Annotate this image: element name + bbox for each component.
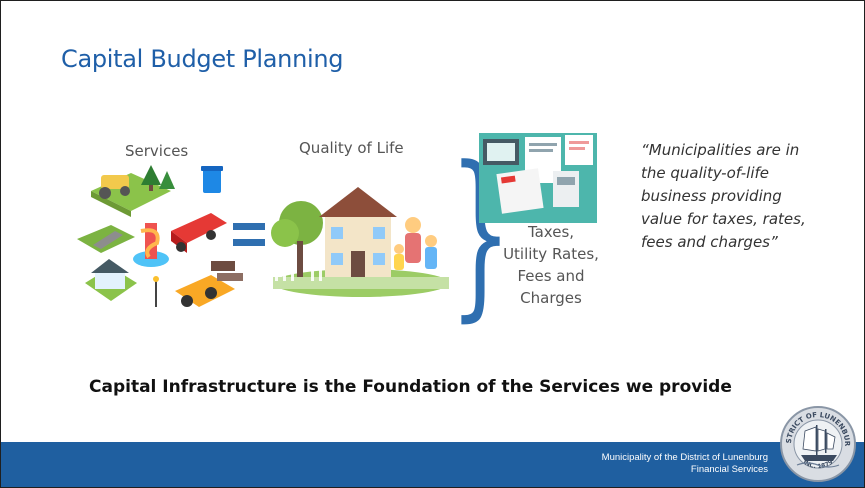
quote-line-2: the quality-of-life: [641, 164, 770, 182]
road-icon: [77, 225, 135, 253]
footer-text: Municipality of the District of Lunenbur…: [602, 452, 768, 476]
paver-icon: [91, 173, 171, 217]
services-label: Services: [125, 142, 189, 160]
quote-line-1: “Municipalities are in: [641, 141, 800, 159]
ship-icon: [796, 425, 840, 468]
recycle-bin-icon: [201, 166, 223, 193]
taxes-text: Taxes, Utility Rates, Fees and Charges: [496, 221, 606, 309]
trees-icon: [141, 165, 175, 191]
loader-icon: [175, 261, 243, 307]
taxes-line-3: Fees and: [517, 267, 585, 285]
fire-truck-icon: [171, 213, 227, 253]
quality-of-life-label: Quality of Life: [299, 139, 404, 157]
quote-line-4: value for taxes, rates,: [641, 210, 806, 228]
quote-line-3: business providing: [641, 187, 782, 205]
footer-department: Financial Services: [690, 464, 768, 475]
services-illustration: [77, 165, 243, 307]
municipal-seal-logo: DISTRICT OF LUNENBURG INC. 1879: [776, 399, 856, 482]
footer-organization: Municipality of the District of Lunenbur…: [601, 452, 768, 463]
water-park-icon: [133, 223, 169, 267]
family-house-icon: [271, 187, 449, 297]
foundation-statement: Capital Infrastructure is the Foundation…: [89, 377, 732, 397]
tax-documents-icon: [479, 133, 597, 223]
taxes-line-2: Utility Rates,: [503, 245, 599, 263]
footer-bar: Municipality of the District of Lunenbur…: [1, 442, 864, 487]
quote-line-5: fees and charges”: [641, 233, 778, 251]
slide-title: Capital Budget Planning: [61, 45, 344, 73]
taxes-line-1: Taxes,: [527, 223, 575, 241]
equals-sign: [233, 223, 265, 255]
streetlight-icon: [153, 276, 159, 307]
house-icon: [85, 259, 137, 301]
quote: “Municipalities are in the quality-of-li…: [641, 139, 841, 254]
taxes-line-4: Charges: [520, 289, 582, 307]
